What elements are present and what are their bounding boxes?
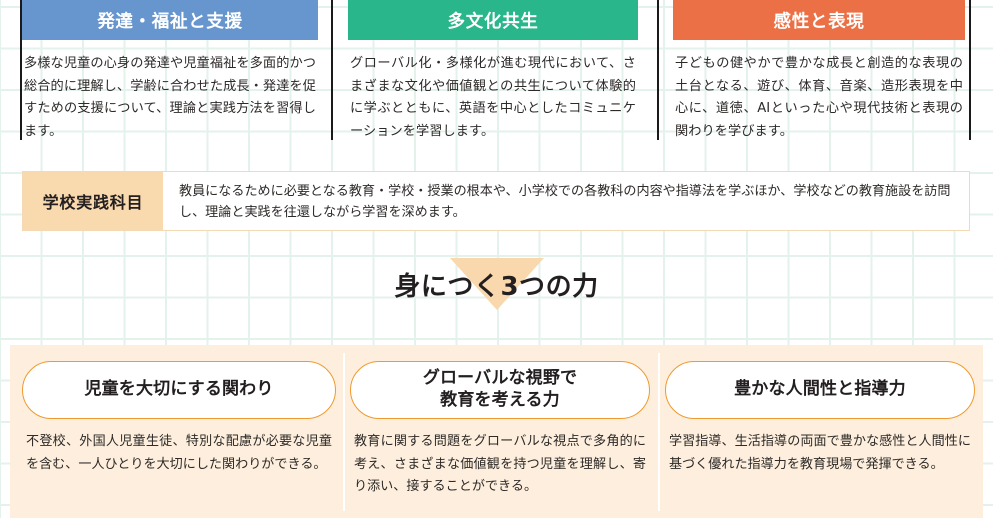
three-abilities-heading-text: 身につく3つの力 (394, 272, 599, 302)
subject-card-header: 多文化共生 (348, 0, 638, 40)
skill-card-title: 児童を大切にする関わり (22, 361, 336, 419)
school-practice-banner: 学校実践科目 教員になるために必要となる教育・学校・授業の根本や、小学校での各教… (22, 171, 970, 231)
skill-title-line-1: 児童を大切にする関わり (84, 379, 274, 400)
subject-card-development: 発達・福祉と支援 多様な児童の心身の発達や児童福祉を多面的かつ総合的に理解し、学… (22, 0, 318, 150)
subject-card-multicultural: 多文化共生 グローバル化・多様化が進む現代において、さまざまな文化や価値観との共… (348, 0, 638, 150)
skills-divider-1 (343, 353, 345, 511)
column-divider-2 (657, 0, 659, 140)
skill-card-title: グローバルな視野で 教育を考える力 (350, 361, 650, 419)
skill-title-line-2: 教育を考える力 (440, 390, 560, 410)
skill-title-line-1: 豊かな人間性と指導力 (734, 379, 906, 400)
triangle-decoration-icon (449, 258, 544, 310)
skill-card-description: 不登校、外国人児童生徒、特別な配慮が必要な児童を含む、一人ひとりを大切にした関わ… (26, 434, 332, 472)
subject-card-header: 発達・福祉と支援 (22, 0, 318, 40)
skills-divider-2 (658, 353, 660, 511)
skill-card-title: 豊かな人間性と指導力 (665, 361, 975, 419)
skill-title-line-1: グローバルな視野で (422, 368, 578, 389)
skill-card-child-care: 児童を大切にする関わり 不登校、外国人児童生徒、特別な配慮が必要な児童を含む、一… (22, 345, 336, 518)
school-practice-label: 学校実践科目 (23, 172, 163, 230)
column-divider-left (20, 0, 22, 140)
subject-card-description: 子どもの健やかで豊かな成長と創造的な表現の土台となる、遊び、体育、音楽、造形表現… (675, 56, 963, 140)
three-abilities-heading: 身につく3つの力 (0, 258, 993, 318)
column-divider-right (969, 0, 971, 140)
subject-cards-row: 発達・福祉と支援 多様な児童の心身の発達や児童福祉を多面的かつ総合的に理解し、学… (0, 0, 993, 150)
subject-card-header: 感性と表現 (673, 0, 965, 40)
subject-card-description: 多様な児童の心身の発達や児童福祉を多面的かつ総合的に理解し、学齢に合わせた成長・… (24, 56, 316, 140)
column-divider-1 (331, 0, 333, 140)
skill-card-description: 教育に関する問題をグローバルな視点で多角的に考え、さまざまな価値観を持つ児童を理… (354, 434, 646, 495)
skill-card-global-view: グローバルな視野で 教育を考える力 教育に関する問題をグローバルな視点で多角的に… (350, 345, 650, 518)
skills-panel: 児童を大切にする関わり 不登校、外国人児童生徒、特別な配慮が必要な児童を含む、一… (10, 345, 983, 518)
skill-card-description: 学習指導、生活指導の両面で豊かな感性と人間性に基づく優れた指導力を教育現場で発揮… (669, 434, 971, 472)
skill-card-humanity-leadership: 豊かな人間性と指導力 学習指導、生活指導の両面で豊かな感性と人間性に基づく優れた… (665, 345, 975, 518)
school-practice-text: 教員になるために必要となる教育・学校・授業の根本や、小学校での各教科の内容や指導… (179, 184, 951, 221)
subject-card-sensitivity: 感性と表現 子どもの健やかで豊かな成長と創造的な表現の土台となる、遊び、体育、音… (673, 0, 965, 150)
subject-card-description: グローバル化・多様化が進む現代において、さまざまな文化や価値観との共生について体… (350, 56, 636, 140)
